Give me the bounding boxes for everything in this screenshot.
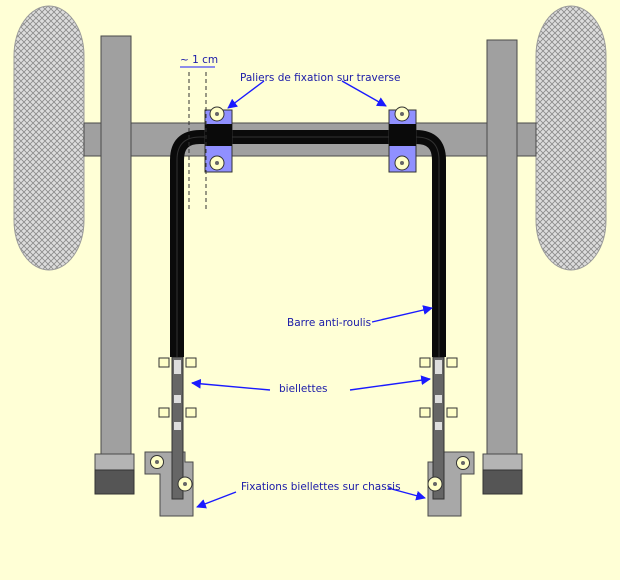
left-bearing <box>204 106 233 173</box>
dimension-guides <box>188 72 207 210</box>
link-nuts <box>158 357 458 418</box>
right-chassis-rail <box>486 39 518 455</box>
right-tire <box>535 5 607 271</box>
left-tire <box>13 5 85 271</box>
label-arrows <box>191 80 433 509</box>
links-label: biellettes <box>279 383 328 395</box>
right-rail-foot <box>482 453 523 495</box>
bearings-label: Paliers de fixation sur traverse <box>240 72 401 84</box>
anti-roll-bar-label: Barre anti-roulis <box>287 317 372 329</box>
link-bottom-bolts <box>177 476 443 492</box>
right-bearing <box>388 106 417 173</box>
dimension-label: ~ 1 cm <box>180 54 219 66</box>
left-rail-foot <box>94 453 135 495</box>
left-chassis-rail <box>100 35 132 455</box>
link-mounts-label: Fixations biellettes sur chassis <box>241 481 401 493</box>
cross-member <box>83 122 537 157</box>
